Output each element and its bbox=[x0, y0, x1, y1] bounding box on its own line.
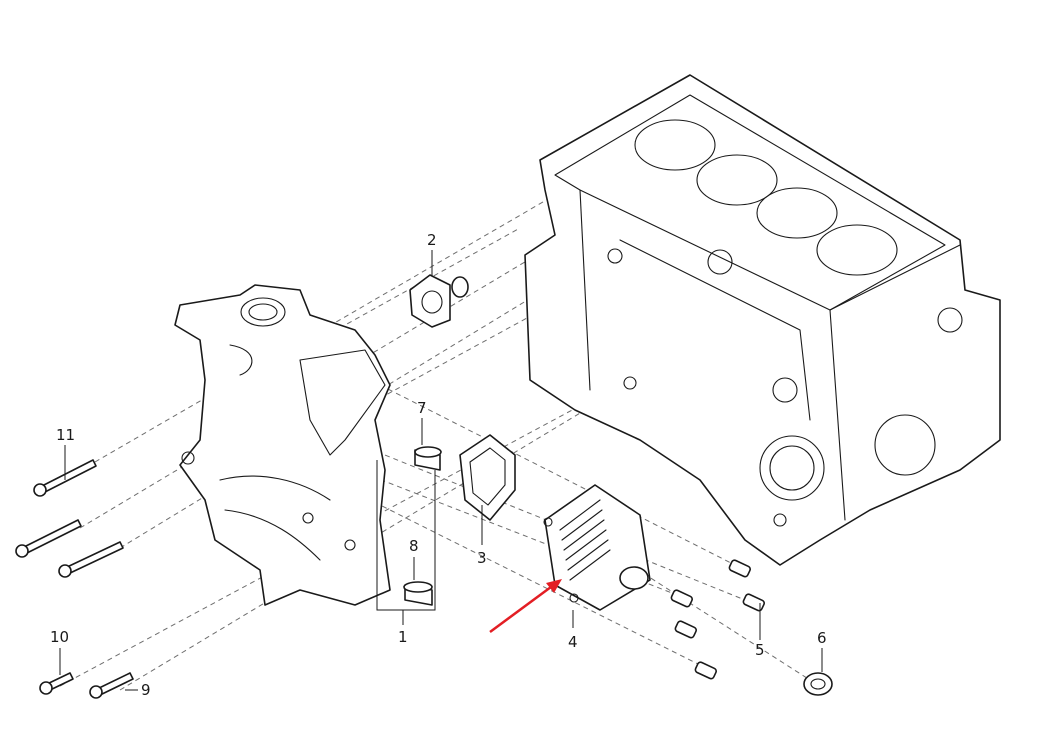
part-2-gasket bbox=[409, 274, 469, 328]
part-8-sleeve bbox=[403, 581, 433, 606]
callout-5: 5 bbox=[755, 641, 765, 659]
part-9-bolt bbox=[89, 672, 134, 699]
front-cover-housing bbox=[174, 284, 391, 606]
callout-1: 1 bbox=[398, 628, 408, 646]
part-3-gasket bbox=[459, 434, 516, 521]
engine-block bbox=[524, 74, 1001, 566]
part-10-bolt bbox=[39, 672, 74, 695]
part-6-plug bbox=[803, 672, 833, 696]
callout-10: 10 bbox=[50, 628, 69, 646]
callout-leader-lines bbox=[59, 250, 823, 691]
red-arrow-icon bbox=[489, 579, 562, 634]
callout-2: 2 bbox=[427, 231, 437, 249]
callout-11: 11 bbox=[56, 426, 75, 444]
part-5-bolts bbox=[670, 559, 765, 680]
callout-7: 7 bbox=[417, 399, 427, 417]
callout-8: 8 bbox=[409, 537, 419, 555]
part-11-bolts bbox=[15, 459, 124, 578]
callout-3: 3 bbox=[477, 549, 487, 567]
part-7-sleeve bbox=[414, 446, 442, 471]
part-4-oil-cooler bbox=[543, 484, 651, 611]
callout-4: 4 bbox=[568, 633, 578, 651]
callout-6: 6 bbox=[817, 629, 827, 647]
callout-9: 9 bbox=[141, 681, 151, 699]
